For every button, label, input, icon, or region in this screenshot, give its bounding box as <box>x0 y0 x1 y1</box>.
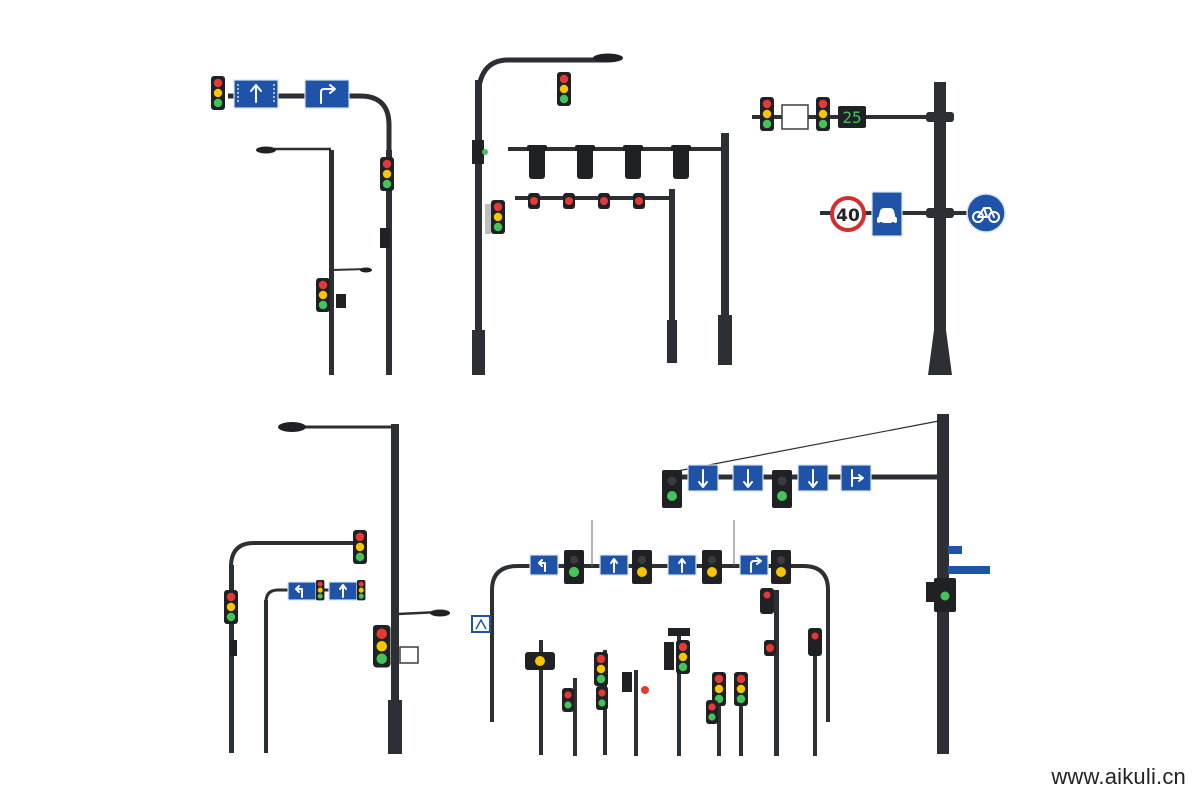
arrow-right-turn-icon <box>851 469 864 487</box>
pole <box>934 82 946 375</box>
mast-arm <box>228 93 392 152</box>
arrow-up-icon <box>610 558 618 573</box>
traffic-light <box>662 470 682 508</box>
street-lamp-icon <box>593 53 623 63</box>
arrow-right-turn-icon <box>320 84 336 104</box>
stay-cable <box>671 419 945 473</box>
countdown-digits: 25 <box>842 108 861 127</box>
traffic-light <box>816 97 830 131</box>
traffic-light <box>764 640 776 656</box>
traffic-light <box>772 470 792 508</box>
traffic-light <box>706 700 718 724</box>
signal-head <box>575 145 595 179</box>
traffic-light <box>702 550 722 584</box>
pedestrian-crossing-icon <box>471 615 491 633</box>
traffic-light <box>491 200 505 234</box>
pole <box>264 600 268 753</box>
arrow-up-icon <box>678 558 686 573</box>
pedestrian-signal <box>399 646 419 664</box>
arrow-down-icon <box>743 469 753 488</box>
watermark-text: www.aikuli.cn <box>1051 764 1186 789</box>
arrow-right-turn-icon <box>750 557 762 573</box>
car-icon <box>877 208 897 226</box>
traffic-light <box>211 76 225 110</box>
bicycle-icon <box>972 207 1000 223</box>
arrow-up-icon <box>237 84 275 104</box>
pole <box>475 80 482 375</box>
pole <box>391 424 399 754</box>
traffic-light <box>633 193 645 209</box>
street-lamp-icon <box>360 267 372 273</box>
overhead-arch <box>490 564 830 722</box>
lane-sign <box>739 554 769 576</box>
traffic-light <box>734 672 748 706</box>
lamp-arm <box>475 57 608 101</box>
signal-head <box>623 145 643 179</box>
traffic-light <box>594 652 608 686</box>
traffic-light <box>562 688 574 712</box>
traffic-light <box>224 590 238 624</box>
speed-limit-sign <box>830 196 866 232</box>
blank-sign <box>781 104 809 130</box>
traffic-light <box>380 157 394 191</box>
lane-sign <box>304 79 350 109</box>
pole-group-5 <box>471 520 830 756</box>
pole-group-6 <box>662 414 990 754</box>
traffic-light <box>557 72 571 106</box>
traffic-light <box>632 550 652 584</box>
signal-head <box>671 145 691 179</box>
traffic-light <box>598 193 610 209</box>
arrow-up-icon <box>339 584 347 598</box>
pedestrian-signal <box>380 228 390 248</box>
street-lamp-icon <box>256 146 276 154</box>
traffic-light <box>528 193 540 209</box>
lamp-pole <box>329 150 334 375</box>
arrow-down-icon <box>808 469 818 488</box>
pole-group-3: 25 40 <box>752 82 1006 375</box>
traffic-light <box>771 550 791 584</box>
traffic-light <box>563 193 575 209</box>
traffic-light <box>760 97 774 131</box>
pole <box>669 189 675 363</box>
arrow-left-turn-icon <box>538 559 546 572</box>
traffic-light <box>316 278 330 312</box>
arrow-down-icon <box>698 469 708 488</box>
street-lamp-icon <box>430 609 450 617</box>
pole-group-2 <box>472 53 732 375</box>
countdown-display <box>838 106 866 128</box>
street-lamp-icon <box>278 422 306 432</box>
arrow-left-turn-icon <box>295 585 303 598</box>
traffic-light <box>353 530 367 564</box>
traffic-light <box>596 686 608 710</box>
pole <box>229 565 234 753</box>
street-name-sign <box>948 566 990 574</box>
pole <box>386 150 392 375</box>
signal-head <box>527 145 547 179</box>
speed-limit-value: 40 <box>836 206 860 226</box>
pole <box>721 133 729 365</box>
traffic-light <box>676 640 690 674</box>
pole-group-4 <box>224 422 450 754</box>
pole-group-1 <box>211 76 394 375</box>
